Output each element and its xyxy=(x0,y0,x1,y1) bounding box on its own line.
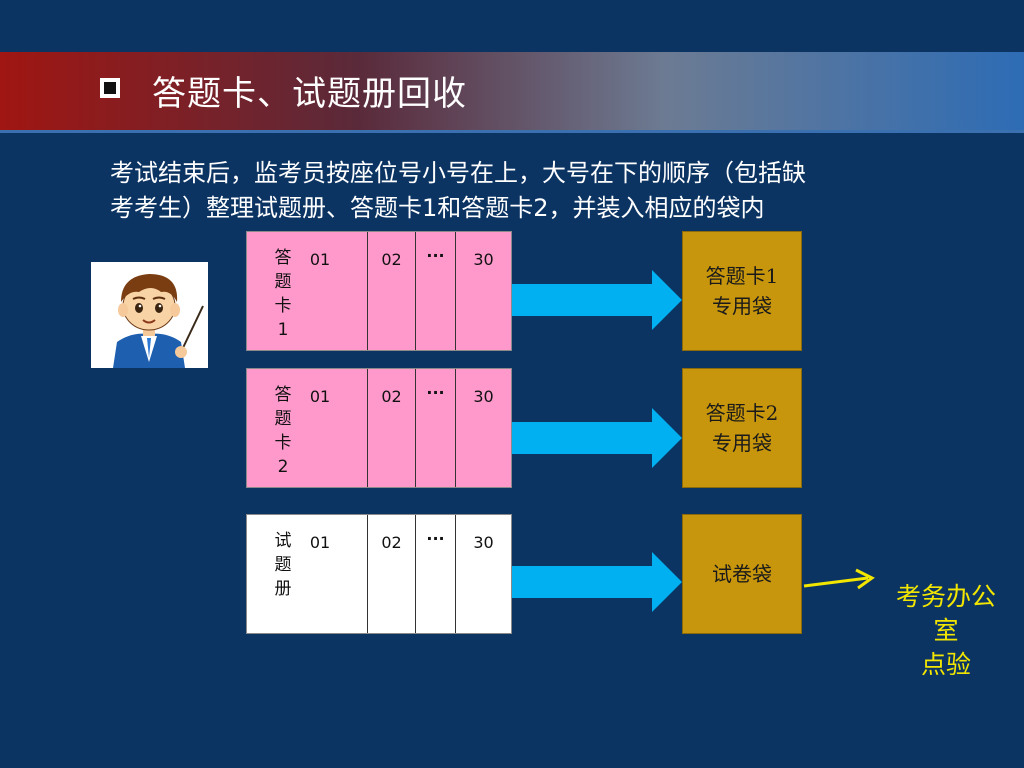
stack-cell-second: 02 xyxy=(368,232,416,350)
right-arrow-icon xyxy=(512,408,682,468)
stack-label: 试 题 册 xyxy=(274,531,292,599)
intro-line-1: 考试结束后，监考员按座位号小号在上，大号在下的顺序（包括缺 xyxy=(110,159,806,187)
office-line-3: 点验 xyxy=(920,650,971,679)
seat-number: 02 xyxy=(381,533,402,552)
teacher-cartoon-icon xyxy=(91,262,208,368)
answer-card-1-stack: 答 题 卡 1 01 02 ··· 30 xyxy=(246,231,512,351)
seat-number: 01 xyxy=(309,533,331,552)
title-bar: 答题卡、试题册回收 xyxy=(0,52,1024,133)
stack-cell-ellipsis: ··· xyxy=(416,369,456,487)
stack-cell-last: 30 xyxy=(456,369,511,487)
slide-title: 答题卡、试题册回收 xyxy=(152,74,467,114)
seat-number: 02 xyxy=(381,250,402,269)
stack-cell-ellipsis: ··· xyxy=(416,232,456,350)
stack-cell-ellipsis: ··· xyxy=(416,515,456,633)
intro-line-2: 考考生）整理试题册、答题卡1和答题卡2，并装入相应的袋内 xyxy=(110,194,765,222)
ellipsis: ··· xyxy=(426,529,445,548)
exam-office-check: 考务办公 室 点验 xyxy=(886,580,1006,682)
seat-number: 30 xyxy=(473,387,494,406)
ellipsis: ··· xyxy=(426,246,445,265)
stack-cell-last: 30 xyxy=(456,232,511,350)
stack-cell-second: 02 xyxy=(368,515,416,633)
answer-card-1-bag: 答题卡1 专用袋 xyxy=(682,231,802,351)
ellipsis: ··· xyxy=(426,383,445,402)
seat-number: 02 xyxy=(381,387,402,406)
answer-card-2-bag: 答题卡2 专用袋 xyxy=(682,368,802,488)
seat-number: 30 xyxy=(473,250,494,269)
office-line-2: 室 xyxy=(933,616,959,645)
stack-label: 答 题 卡 2 xyxy=(274,385,292,477)
office-line-1: 考务办公 xyxy=(895,582,996,611)
answer-card-2-stack: 答 题 卡 2 01 02 ··· 30 xyxy=(246,368,512,488)
seat-number: 01 xyxy=(309,387,331,406)
test-paper-bag: 试卷袋 xyxy=(682,514,802,634)
test-booklet-stack: 试 题 册 01 02 ··· 30 xyxy=(246,514,512,634)
seat-number: 30 xyxy=(473,533,494,552)
seat-number: 01 xyxy=(309,250,331,269)
right-arrow-icon xyxy=(512,270,682,330)
stack-cell-last: 30 xyxy=(456,515,511,633)
stack-cell-first: 答 题 卡 2 01 xyxy=(247,369,368,487)
hollow-square-bullet-icon xyxy=(100,78,120,98)
yellow-arrow-icon xyxy=(803,568,875,590)
stack-cell-first: 答 题 卡 1 01 xyxy=(247,232,368,350)
stack-label: 答 题 卡 1 xyxy=(274,248,292,340)
stack-cell-second: 02 xyxy=(368,369,416,487)
stack-cell-first: 试 题 册 01 xyxy=(247,515,368,633)
intro-text: 考试结束后，监考员按座位号小号在上，大号在下的顺序（包括缺 考考生）整理试题册、… xyxy=(110,156,970,226)
right-arrow-icon xyxy=(512,552,682,612)
